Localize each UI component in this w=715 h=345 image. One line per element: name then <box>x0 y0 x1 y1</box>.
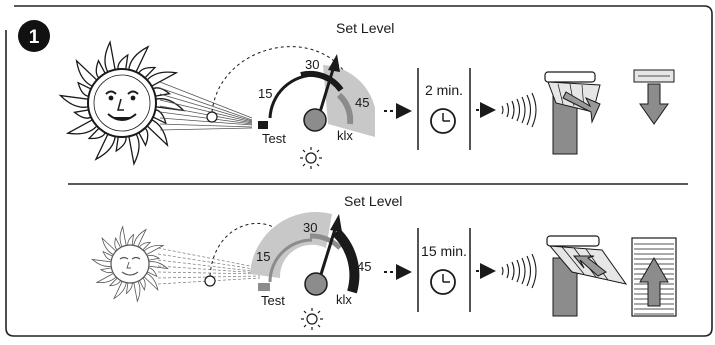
radio-waves-icon <box>501 253 537 289</box>
unit-label: klx <box>337 128 353 143</box>
figure-frame <box>5 5 713 337</box>
step-number: 1 <box>29 27 40 48</box>
scale-mid-label: 30 <box>305 57 319 72</box>
radio-waves-icon <box>501 92 537 128</box>
test-label: Test <box>262 131 286 146</box>
delay-timer: 15 min. <box>417 228 471 312</box>
delay-label: 15 min. <box>421 243 467 259</box>
sun-symbol-icon <box>301 308 323 330</box>
arrow-up-icon <box>639 257 669 307</box>
sensor-point <box>206 111 218 123</box>
threshold-gauge: 15 30 45 Test klx Set Level <box>258 20 394 146</box>
threshold-gauge: 15 30 45 Test klx Set Level <box>250 193 402 308</box>
roller-shutter-icon <box>631 237 677 317</box>
set-level-label: Set Level <box>336 20 394 36</box>
test-label: Test <box>261 293 285 308</box>
delay-timer: 2 min. <box>417 68 471 150</box>
sensor-point <box>204 275 216 287</box>
awning-icon <box>546 235 628 317</box>
scale-min-label: 15 <box>258 86 272 101</box>
set-level-label: Set Level <box>344 193 402 209</box>
awning-icon <box>544 71 601 155</box>
sun-face-icon <box>91 225 169 303</box>
sun-face-icon <box>58 40 186 166</box>
unit-label: klx <box>336 292 352 307</box>
delay-label: 2 min. <box>425 82 463 98</box>
roller-shutter-icon <box>633 69 675 125</box>
row-bright: 15 30 45 Test klx Set Level 2 min. <box>58 20 675 169</box>
link-arc <box>211 46 355 113</box>
step-badge: 1 <box>18 20 50 52</box>
scale-max-label: 45 <box>355 95 369 110</box>
scale-min-label: 15 <box>256 249 270 264</box>
row-dim: 15 30 45 Test klx Set Level 15 min. <box>91 193 677 330</box>
clock-icon <box>430 269 456 295</box>
scale-max-label: 45 <box>357 259 371 274</box>
scale-mid-label: 30 <box>303 220 317 235</box>
light-beam <box>159 81 253 131</box>
clock-icon <box>430 108 456 134</box>
sun-symbol-icon <box>300 147 322 169</box>
arrow-down-icon <box>639 83 669 125</box>
